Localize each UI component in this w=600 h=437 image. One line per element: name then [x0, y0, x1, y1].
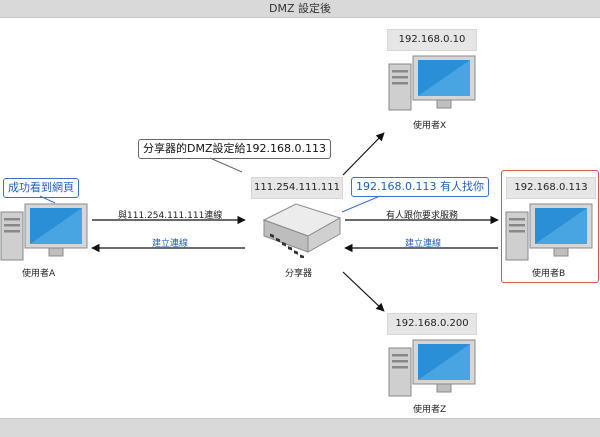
- router-callout-pointer: [209, 157, 243, 173]
- label-router-to-a: 建立連線: [152, 239, 189, 249]
- router-label: 分享器: [285, 269, 313, 279]
- label-router-to-b: 有人跟你要求服務: [386, 211, 459, 221]
- footer-bar: [0, 418, 600, 437]
- arrow-router-to-x: [342, 132, 385, 176]
- ip-box-x: 192.168.0.10: [387, 29, 477, 51]
- diagram-title: DMZ 設定後: [269, 2, 331, 15]
- label-b-to-router: 建立連線: [405, 239, 442, 249]
- label-a-to-router: 與111.254.111.111連線: [118, 211, 223, 221]
- ip-b: 192.168.0.113: [514, 182, 588, 193]
- ip-router: 111.254.111.111: [254, 182, 340, 193]
- ip-box-router: 111.254.111.111: [251, 177, 343, 199]
- user-a-label: 使用者A: [22, 269, 56, 279]
- user-z-label: 使用者Z: [413, 405, 447, 415]
- user-b-label: 使用者B: [532, 269, 566, 279]
- user-b-callout: 192.168.0.113 有人找你: [351, 177, 489, 197]
- router-callout-text: 分享器的DMZ設定給192.168.0.113: [143, 142, 326, 155]
- computer-icon: [505, 203, 593, 261]
- arrow-router-to-z: [342, 271, 385, 312]
- user-b-callout-pointer: [341, 195, 381, 213]
- user-x-label: 使用者X: [413, 121, 447, 131]
- user-a-callout: 成功看到網頁: [3, 178, 79, 198]
- title-bar: DMZ 設定後: [0, 0, 600, 18]
- ip-box-z: 192.168.0.200: [387, 313, 477, 335]
- ip-z: 192.168.0.200: [395, 318, 469, 329]
- ip-box-b: 192.168.0.113: [506, 177, 596, 199]
- computer-icon: [388, 339, 476, 397]
- user-a-callout-text: 成功看到網頁: [8, 181, 74, 194]
- ip-x: 192.168.0.10: [398, 34, 466, 45]
- computer-icon: [0, 203, 88, 261]
- highlight-frame-b: [501, 170, 599, 283]
- router-dmz-callout: 分享器的DMZ設定給192.168.0.113: [138, 139, 331, 159]
- router-icon: [262, 203, 342, 258]
- user-b-callout-text: 192.168.0.113 有人找你: [356, 180, 484, 193]
- computer-icon: [388, 55, 476, 111]
